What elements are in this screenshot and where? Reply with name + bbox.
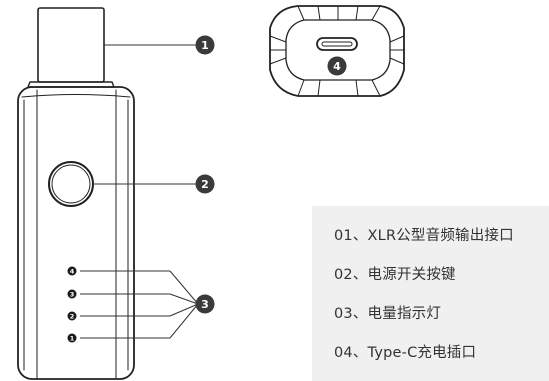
- battery-led-group: 4 3 2 1: [67, 266, 77, 343]
- led-dot-3: [67, 289, 77, 299]
- led-dot-2: [67, 311, 77, 321]
- led-number-2: 2: [70, 313, 75, 321]
- led-dot-4: [67, 266, 77, 276]
- xlr-connector: [37, 7, 105, 83]
- callout-number-2: 2: [201, 178, 209, 191]
- callout-badge-3: 3: [195, 294, 215, 314]
- legend-panel: 01、XLR公型音频输出接口 02、电源开关按键 03、电量指示灯 04、Typ…: [312, 206, 549, 381]
- transmitter-body: [17, 7, 135, 380]
- legend-item-usb-c: 04、Type-C充电插口: [334, 345, 477, 361]
- power-button: [48, 161, 94, 207]
- body-outline: [17, 86, 135, 380]
- callout-number-1: 1: [201, 39, 209, 52]
- legend-item-xlr: 01、XLR公型音频输出接口: [334, 228, 514, 244]
- usb-c-port: [316, 37, 358, 51]
- leader-lines: [80, 44, 199, 339]
- bottom-view: [269, 5, 405, 97]
- callout-badge-4: 4: [327, 56, 347, 76]
- led-dot-1: [67, 333, 77, 343]
- led-number-3: 3: [70, 291, 75, 299]
- callout-badge-2: 2: [195, 174, 215, 194]
- callout-number-3: 3: [201, 298, 209, 311]
- led-number-4: 4: [70, 268, 75, 276]
- legend-item-power: 02、电源开关按键: [334, 267, 456, 283]
- callout-number-4: 4: [333, 60, 341, 73]
- callout-badge-1: 1: [195, 35, 215, 55]
- legend-item-led: 03、电量指示灯: [334, 306, 442, 322]
- led-number-1: 1: [70, 335, 75, 343]
